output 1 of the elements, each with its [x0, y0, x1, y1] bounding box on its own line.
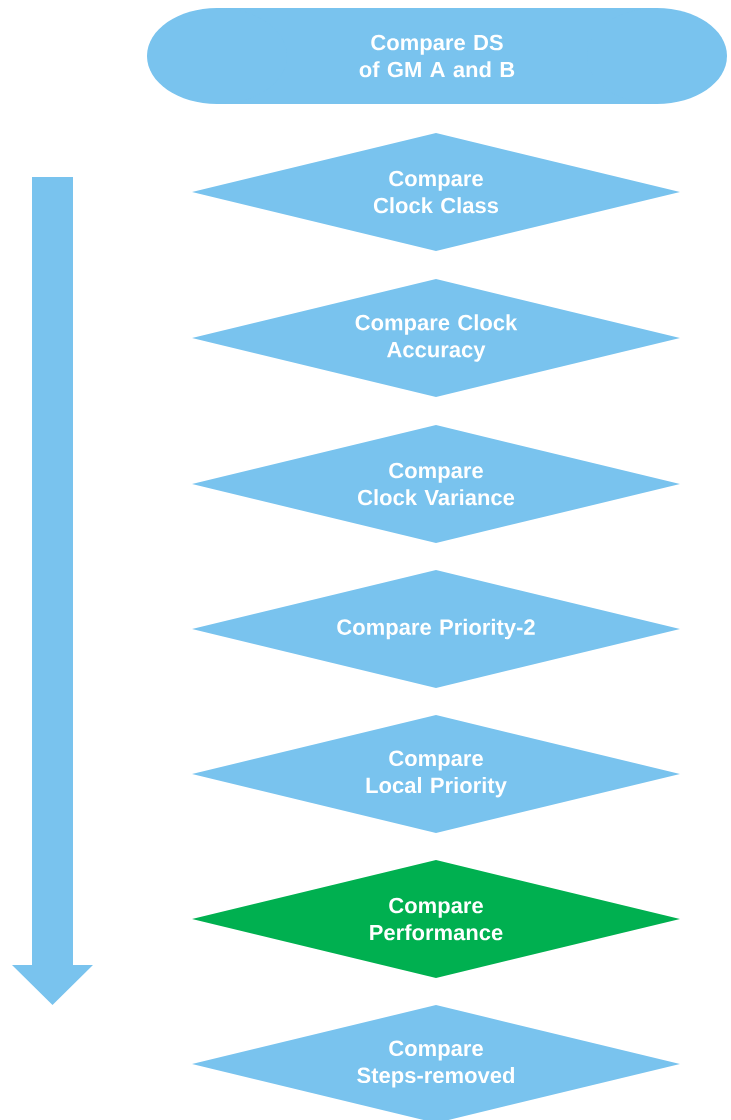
terminal-oval: Compare DS of GM A and B — [147, 8, 727, 104]
